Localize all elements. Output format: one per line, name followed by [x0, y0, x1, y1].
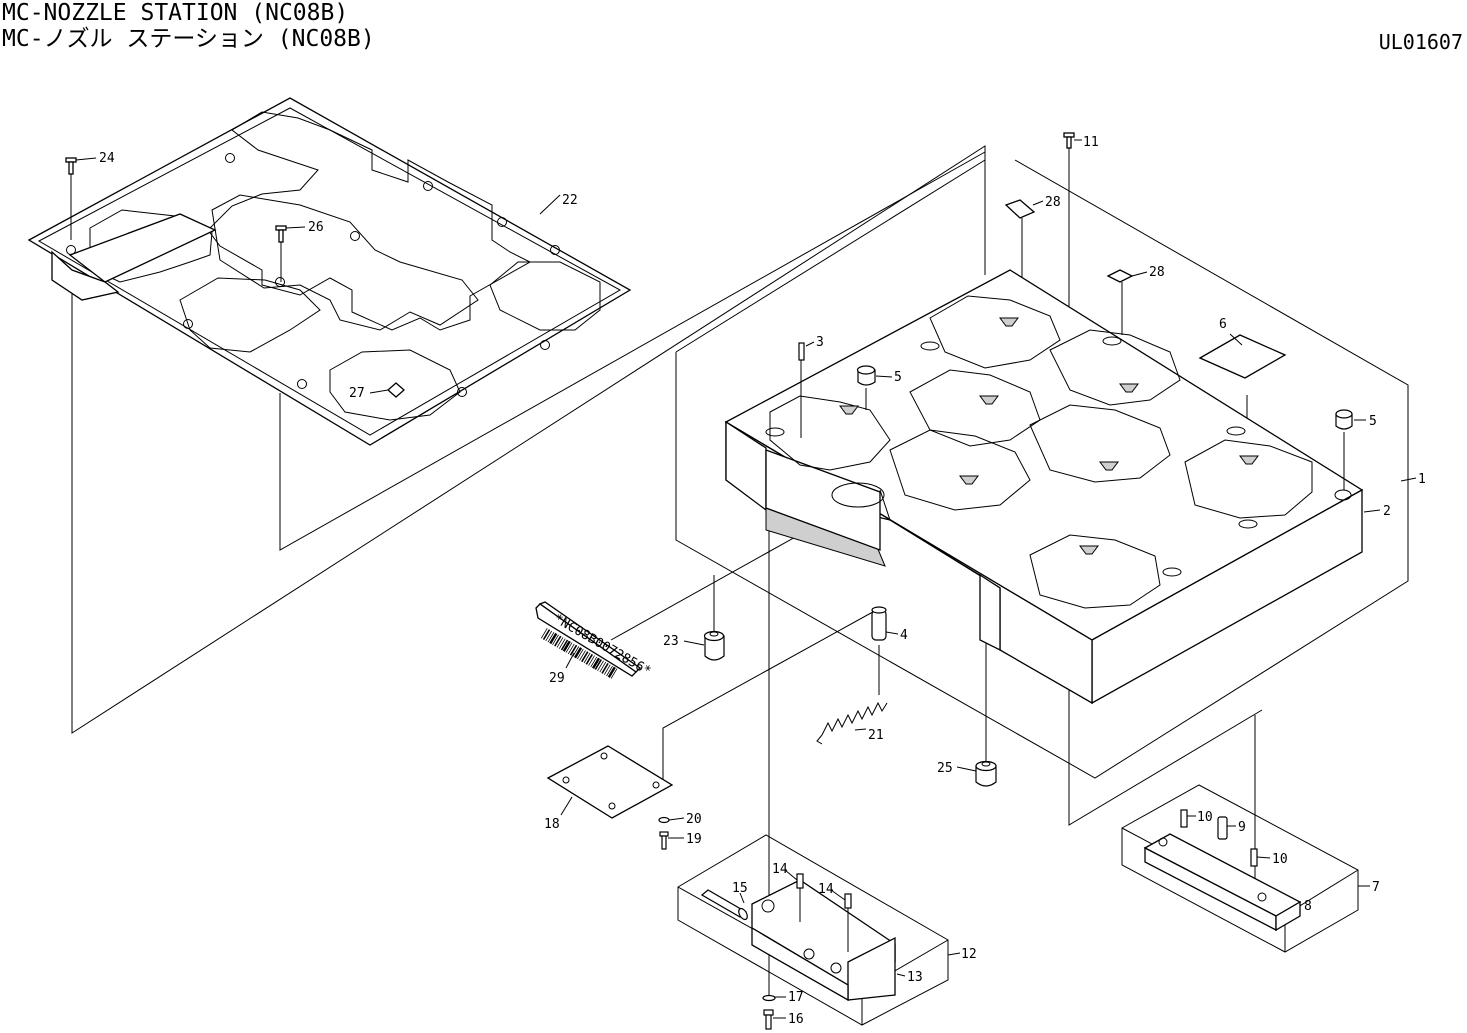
barcode-bar	[575, 648, 581, 658]
callout-23: 23	[663, 634, 679, 649]
callout-29: 29	[549, 671, 565, 686]
callout-8: 8	[1304, 899, 1312, 914]
callout-28-a: 28	[1045, 195, 1061, 210]
pin-4	[872, 607, 886, 640]
callout-2: 2	[1383, 504, 1391, 519]
rail-8	[1145, 834, 1300, 930]
callout-18: 18	[544, 817, 560, 832]
pin-10-a	[1181, 810, 1187, 827]
bushing-23	[705, 632, 725, 661]
callout-22: 22	[562, 193, 578, 208]
pin-14-a	[797, 874, 803, 888]
barcode-bar	[602, 663, 608, 673]
callout-17: 17	[788, 990, 804, 1005]
callout-13: 13	[907, 970, 923, 985]
screw-16	[764, 1010, 773, 1029]
callout-12: 12	[961, 947, 977, 962]
nameplate-6	[1200, 335, 1285, 378]
callout-15: 15	[732, 881, 748, 896]
pin-10-b	[1251, 849, 1257, 866]
callout-3: 3	[816, 335, 824, 350]
screw-19	[660, 832, 668, 849]
slide-block-13	[752, 880, 895, 1000]
callout-21: 21	[868, 728, 884, 743]
screw-11	[1064, 133, 1074, 148]
callout-10-b: 10	[1272, 852, 1288, 867]
callout-14-b: 14	[818, 882, 834, 897]
label-28-b	[1108, 270, 1132, 282]
callout-19: 19	[686, 832, 702, 847]
callout-28-b: 28	[1149, 265, 1165, 280]
callout-10-a: 10	[1197, 810, 1213, 825]
subassembly-7	[1122, 785, 1358, 952]
barcode-bar	[582, 652, 588, 662]
callout-5-a: 5	[894, 370, 902, 385]
washer-20	[659, 818, 669, 823]
callout-9: 9	[1238, 820, 1246, 835]
bushing-25	[976, 762, 996, 787]
callout-4: 4	[900, 628, 908, 643]
callout-14-a: 14	[772, 862, 788, 877]
callout-1: 1	[1418, 472, 1426, 487]
barcode-bar	[609, 667, 615, 677]
subassembly-12	[678, 835, 948, 1025]
pin-14-b	[845, 894, 851, 908]
barcode-label-29: *NC08B0072856*	[536, 602, 653, 679]
cover-plate-18	[548, 746, 672, 818]
barcode-bar	[586, 654, 592, 664]
barcode-bar	[544, 630, 550, 640]
callout-5-b: 5	[1369, 414, 1377, 429]
barcode-bar	[550, 634, 556, 644]
cover-plate-22	[29, 98, 630, 445]
callout-11: 11	[1083, 135, 1099, 150]
callout-20: 20	[686, 812, 702, 827]
callout-16: 16	[788, 1012, 804, 1027]
callout-25: 25	[937, 761, 953, 776]
callout-26: 26	[308, 220, 324, 235]
callout-24: 24	[99, 151, 115, 166]
washer-17	[763, 996, 775, 1001]
barcode-bar	[555, 636, 561, 646]
callout-27: 27	[349, 386, 365, 401]
label-28-a	[1006, 200, 1034, 218]
callout-7: 7	[1372, 880, 1380, 895]
callout-6: 6	[1219, 317, 1227, 332]
pin-9	[1218, 817, 1227, 839]
